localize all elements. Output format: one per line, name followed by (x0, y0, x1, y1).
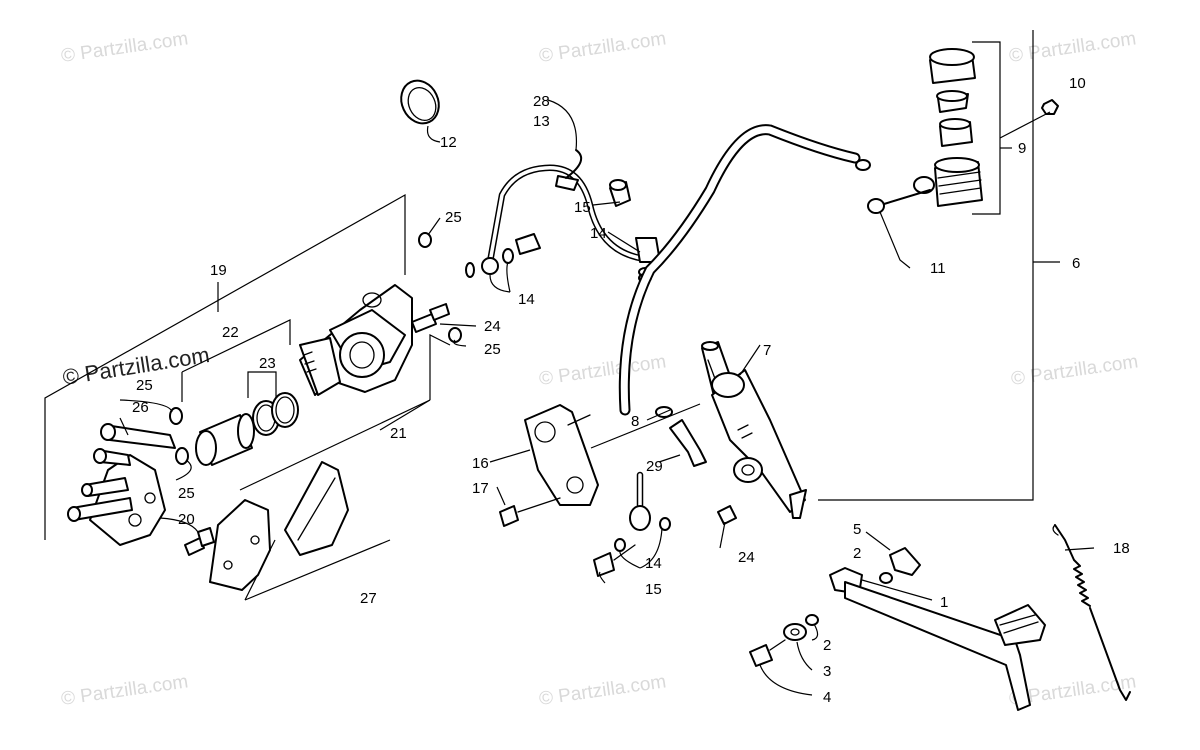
bleeder-valve (717, 505, 737, 525)
callout-22: 22 (222, 324, 239, 341)
callout-25: 25 (445, 209, 462, 226)
callout-6: 6 (1072, 255, 1080, 272)
callout-14: 14 (518, 291, 535, 308)
bolt (184, 527, 215, 556)
callout-9: 9 (1018, 140, 1026, 157)
callout-16: 16 (472, 455, 489, 472)
bolt (499, 497, 561, 527)
watermark: © Partzilla.com (60, 671, 190, 710)
fitting (669, 419, 707, 467)
callout-2: 2 (853, 545, 861, 562)
reservoir-hose (618, 124, 861, 416)
callout-15: 15 (645, 581, 662, 598)
callout-25: 25 (178, 485, 195, 502)
callout-4: 4 (823, 689, 831, 706)
callout-11: 11 (930, 260, 946, 277)
watermark: © Partzilla.com (538, 351, 668, 390)
caliper-bracket (67, 423, 176, 546)
brake-pad (209, 461, 349, 591)
master-cylinder (701, 341, 807, 519)
watermark: © Partzilla.com (538, 671, 668, 710)
brake-hose (481, 164, 644, 275)
callout-10: 10 (1069, 75, 1086, 92)
callout-labels: 1 2 2 3 4 5 6 7 8 9 10 11 12 13 14 14 14… (132, 75, 1130, 706)
callout-27: 27 (360, 590, 377, 607)
seal-kit (252, 392, 299, 436)
callout-14: 14 (645, 555, 662, 572)
callout-18: 18 (1113, 540, 1130, 557)
callout-21: 21 (390, 425, 407, 442)
callout-29: 29 (646, 458, 663, 475)
callout-15: 15 (574, 199, 591, 216)
callout-14: 14 (590, 225, 607, 242)
o-ring (169, 232, 462, 465)
callout-13: 13 (533, 113, 550, 130)
return-spring (1052, 524, 1131, 701)
callout-3: 3 (823, 663, 831, 680)
brake-pedal (829, 567, 1046, 711)
bolt (749, 639, 786, 667)
callout-2: 2 (823, 637, 831, 654)
watermark: © Partzilla.com (538, 28, 668, 67)
callout-1: 1 (940, 594, 948, 611)
caliper-body (299, 284, 413, 396)
leader-lines (119, 201, 1095, 696)
watermark-layer: © Partzilla.com © Partzilla.com © Partzi… (60, 28, 1140, 710)
spring-clip (879, 547, 921, 584)
snap-ring (400, 79, 441, 143)
callout-24: 24 (738, 549, 755, 566)
assembly-brackets (44, 30, 1060, 601)
nut (999, 99, 1059, 139)
banjo-bolt (465, 179, 661, 283)
watermark: © Partzilla.com (1008, 28, 1138, 67)
callout-23: 23 (259, 355, 276, 372)
callout-20: 20 (178, 511, 195, 528)
callout-28: 28 (533, 93, 550, 110)
piston (195, 413, 255, 466)
callout-25: 25 (136, 377, 153, 394)
callout-19: 19 (210, 262, 227, 279)
callout-5: 5 (853, 521, 861, 538)
callout-24: 24 (484, 318, 501, 335)
washer (783, 614, 819, 641)
callout-26: 26 (132, 399, 149, 416)
bleeder-valve (411, 303, 450, 333)
callout-17: 17 (472, 480, 489, 497)
watermark: © Partzilla.com (60, 28, 190, 67)
lower-fitting (593, 471, 671, 577)
hose-clamp (655, 159, 871, 418)
callout-25: 25 (484, 341, 501, 358)
reservoir (913, 48, 983, 207)
callout-12: 12 (440, 134, 457, 151)
watermark: © Partzilla.com (1010, 351, 1140, 390)
callout-7: 7 (763, 342, 771, 359)
callout-8: 8 (631, 413, 639, 430)
hose-clip (547, 99, 583, 179)
screw (867, 189, 931, 269)
mounting-bracket (524, 404, 599, 506)
